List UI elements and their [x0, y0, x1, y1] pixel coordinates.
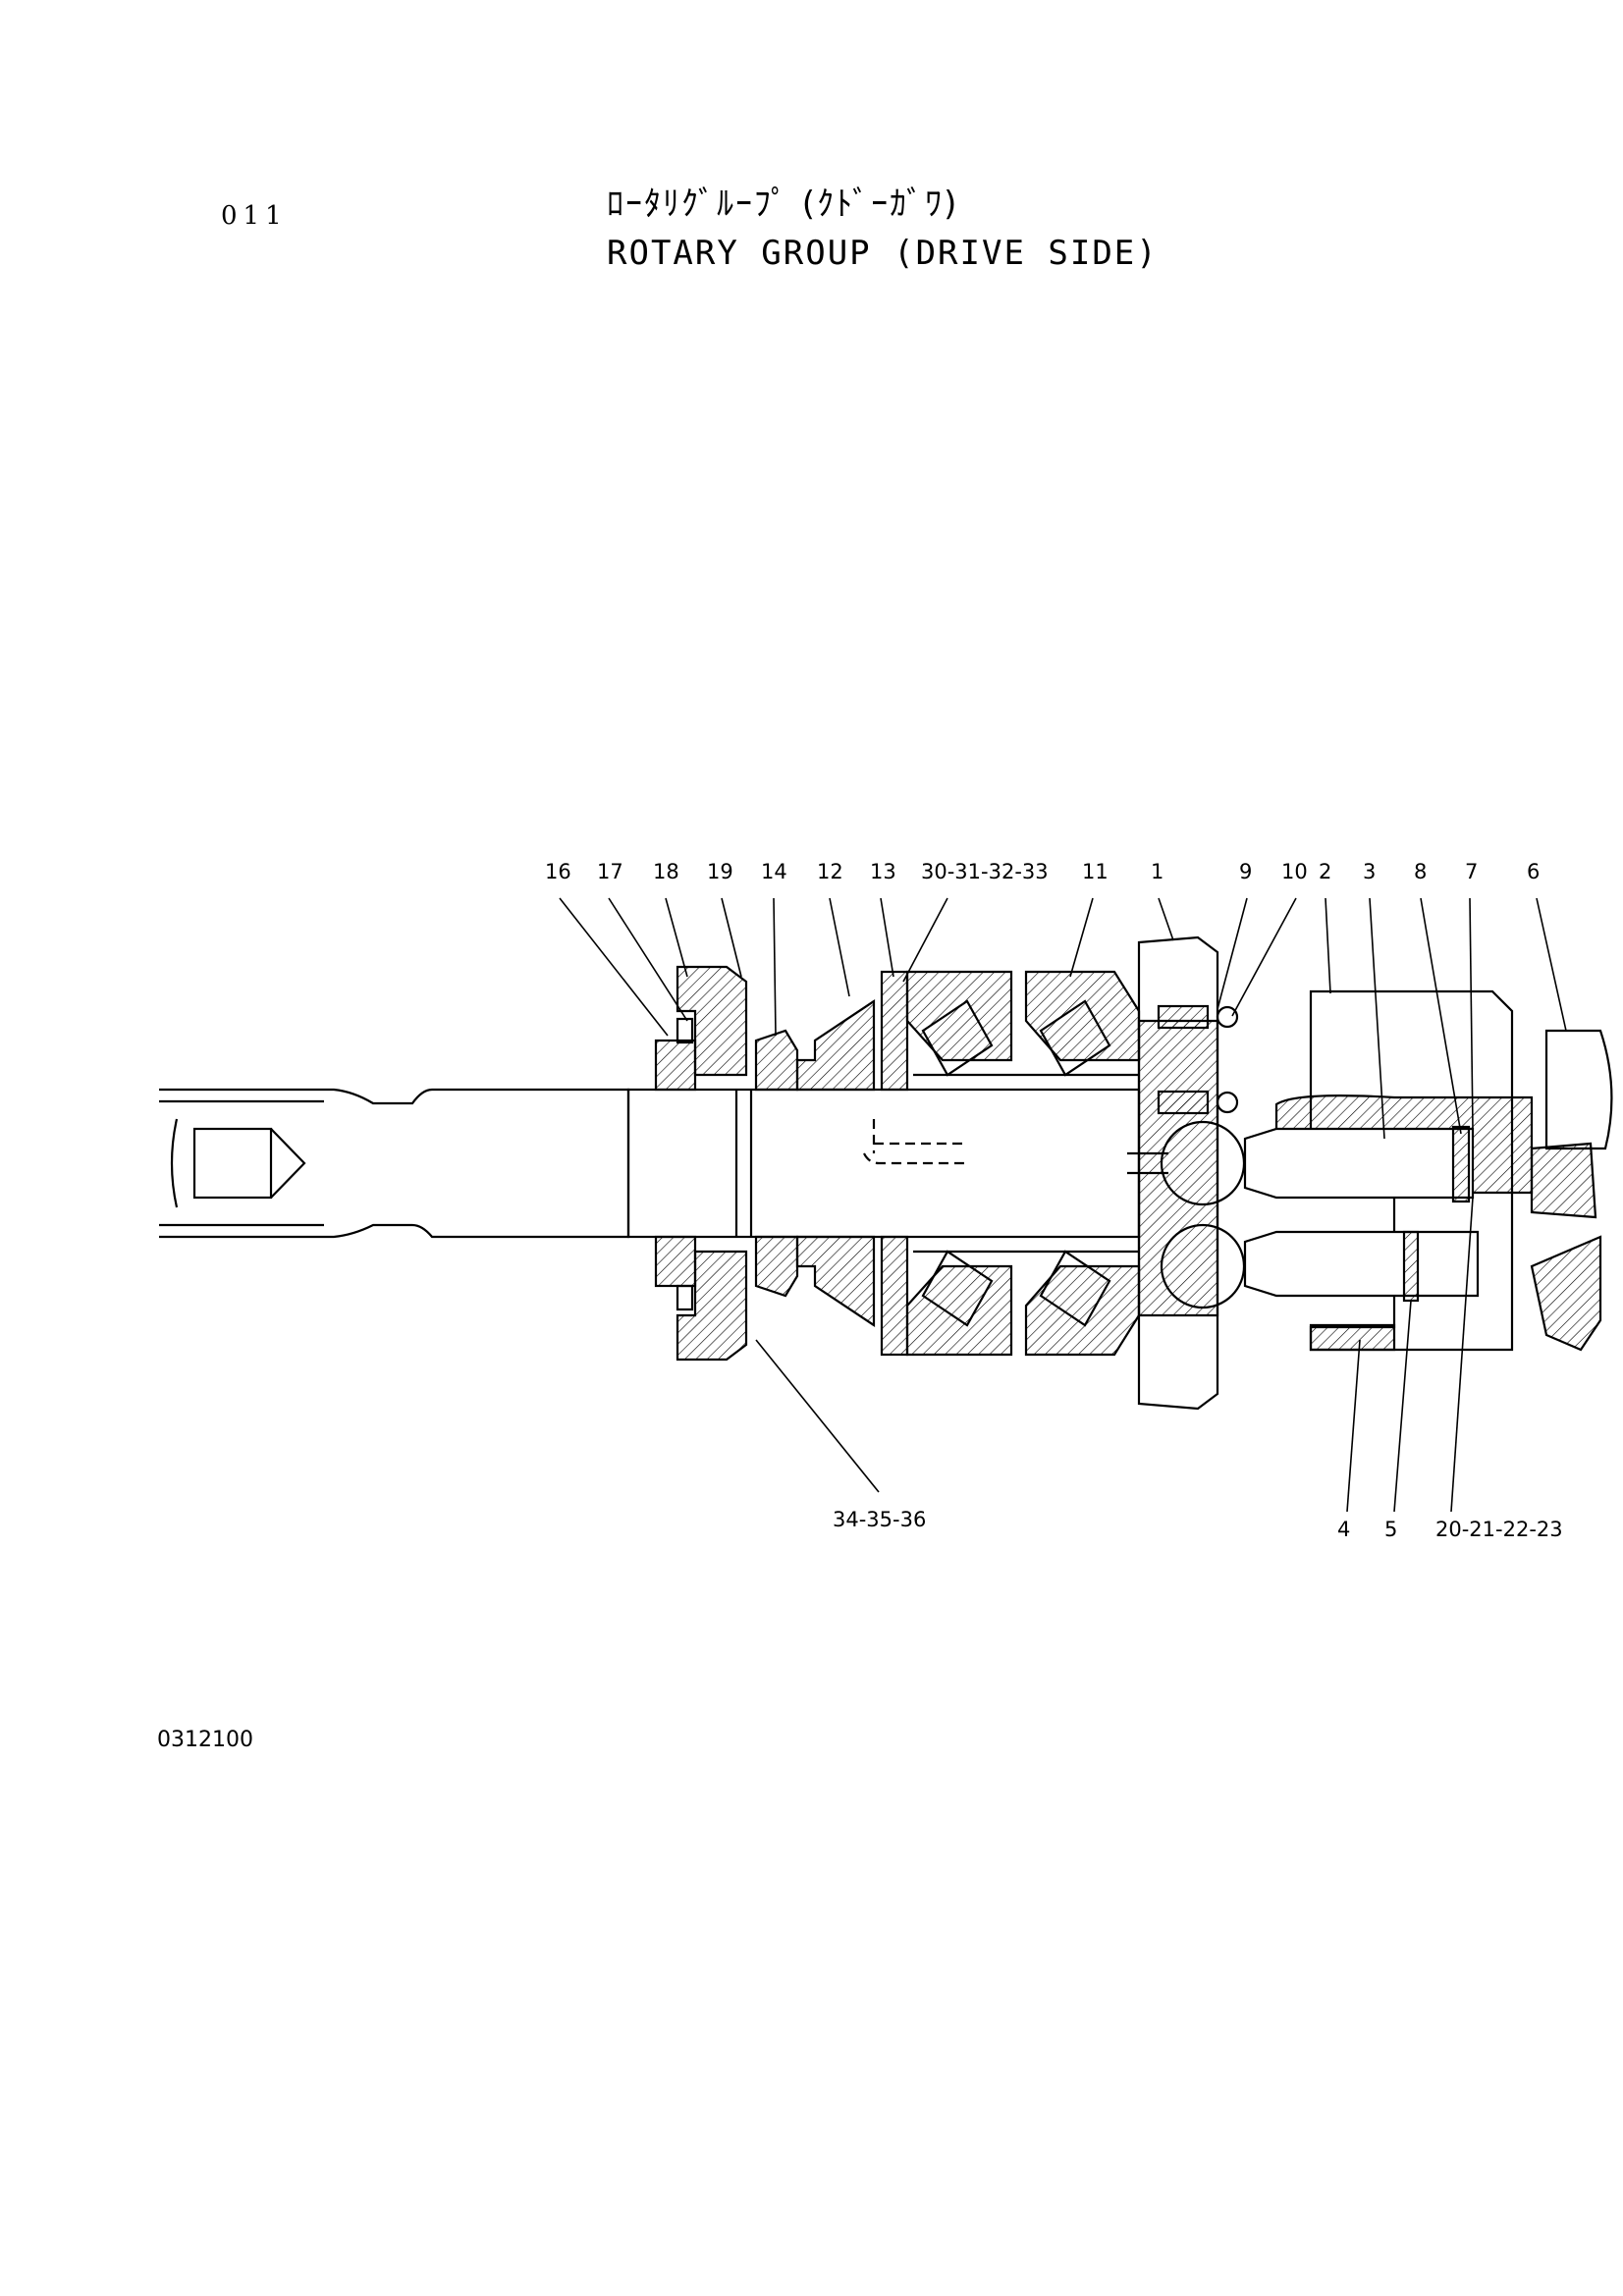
callout-30-33: 30-31-32-33: [921, 860, 1049, 883]
bolt-upper: [1157, 1004, 1210, 1030]
callout-10: 10: [1281, 860, 1308, 883]
callout-20-23: 20-21-22-23: [1435, 1518, 1563, 1541]
drawing-code: 0312100: [157, 1728, 253, 1752]
piston-ring: [1451, 1125, 1471, 1203]
callout-19: 19: [707, 860, 733, 883]
callout-2: 2: [1319, 860, 1331, 883]
callout-8: 8: [1414, 860, 1427, 883]
drive-flange: [1137, 935, 1219, 1411]
callout-13: 13: [870, 860, 896, 883]
callout-1: 1: [1151, 860, 1163, 883]
bearing-spacer: [880, 970, 909, 1092]
callout-34-36: 34-35-36: [833, 1508, 926, 1531]
title-japanese: ﾛｰﾀﾘｸﾞﾙｰﾌﾟ (ｸﾄﾞｰｶﾞﾜ): [607, 185, 959, 224]
bearing-nut: [754, 1029, 799, 1092]
bolt-lower: [1157, 1090, 1210, 1115]
oil-seal: [654, 1039, 697, 1092]
callout-4: 4: [1337, 1518, 1350, 1541]
callout-12: 12: [817, 860, 843, 883]
piston: [1243, 1127, 1475, 1200]
shaft-end: [159, 1088, 630, 1239]
callout-18: 18: [653, 860, 679, 883]
title-english: ROTARY GROUP (DRIVE SIDE): [607, 234, 1159, 273]
bearing-outer-race-1: [905, 970, 1013, 1062]
callout-6: 6: [1527, 860, 1540, 883]
bearing-outer-race-2: [1024, 970, 1141, 1062]
callout-11: 11: [1082, 860, 1109, 883]
callout-17: 17: [597, 860, 623, 883]
callout-14: 14: [761, 860, 787, 883]
shaft-socket: [192, 1127, 273, 1200]
end-cap: [1530, 1142, 1597, 1219]
page-number: 011: [221, 201, 288, 231]
callout-9: 9: [1239, 860, 1252, 883]
callout-3: 3: [1363, 860, 1376, 883]
bearing-inner-race: [795, 998, 876, 1092]
callout-7: 7: [1465, 860, 1478, 883]
callout-16: 16: [545, 860, 571, 883]
callout-5: 5: [1384, 1518, 1397, 1541]
